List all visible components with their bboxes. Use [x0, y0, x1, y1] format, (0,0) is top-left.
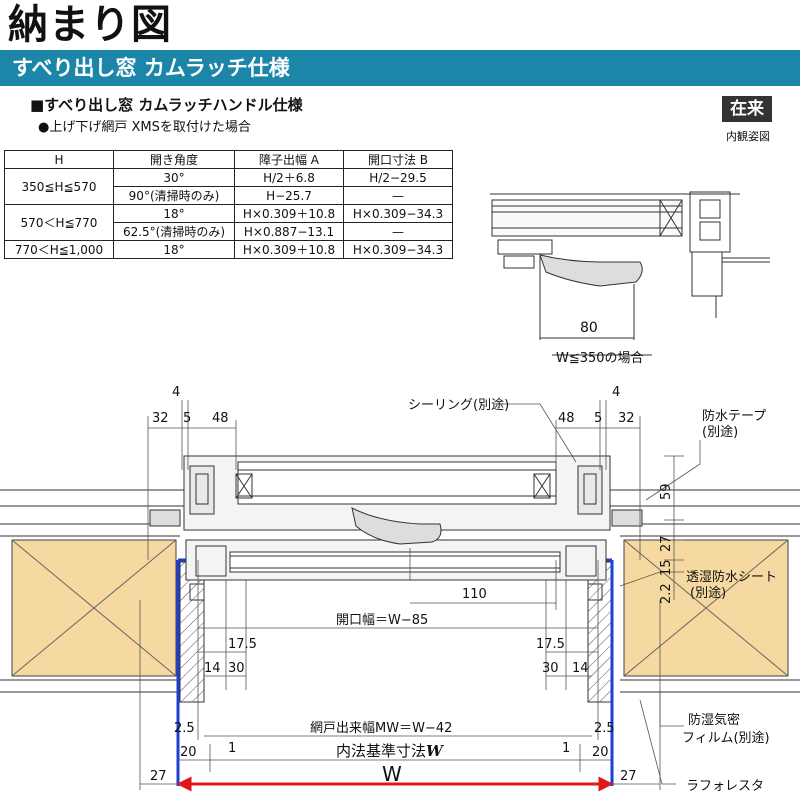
screen-width-label: 網戸出来幅MW＝W−42: [310, 721, 452, 736]
inner-std-label: 内法基準寸法W: [336, 742, 445, 760]
dim-110: 110: [462, 587, 487, 602]
dim-27-right: 27: [620, 769, 637, 784]
dim-30-right: 30: [542, 661, 559, 676]
dim-15-vert: 15: [659, 559, 674, 576]
small-view-caption: W≦350の場合: [556, 351, 644, 366]
dim-48-right: 48: [558, 411, 575, 426]
dim-80: 80: [580, 320, 598, 336]
opening-width-label: 開口幅＝W−85: [336, 613, 428, 628]
cell-h: 570＜H≦770: [4, 204, 114, 241]
dim-27-left: 27: [150, 769, 167, 784]
wood-stud-right: [623, 539, 789, 677]
cell-angle: 90°(清掃時のみ): [113, 186, 235, 205]
cell-a: H×0.309＋10.8: [234, 240, 344, 259]
dim-2-2-vert: 2.2: [659, 583, 674, 604]
dim-5-right: 5: [594, 411, 602, 426]
dim-17-5-left: 17.5: [228, 637, 257, 652]
table-row: 62.5°(清掃時のみ) H×0.887−13.1 —: [5, 222, 453, 241]
dim-1-right: 1: [562, 741, 570, 756]
cell-h: 770＜H≦1,000: [4, 240, 114, 259]
cell-h: 350≦H≦570: [4, 168, 114, 205]
jamb-left: [179, 561, 205, 703]
dim-14-left: 14: [204, 661, 221, 676]
table-row: 350≦H≦570 30° H/2＋6.8 H/2−29.5: [4, 168, 453, 205]
waterproof-tape-label: 防水テープ: [702, 408, 766, 424]
dim-48-left: 48: [212, 411, 229, 426]
dim-5-left: 5: [183, 411, 191, 426]
dim-27-vert: 27: [659, 535, 674, 552]
wood-stud-left: [11, 539, 177, 677]
dim-4-right: 4: [612, 385, 620, 400]
banner-title: すべり出し窓 カムラッチ仕様: [12, 56, 290, 80]
vapor-film-note: フィルム(別途): [682, 730, 770, 746]
dim-4-left: 4: [172, 385, 180, 400]
dim-20-right: 20: [592, 745, 609, 760]
permeable-sheet-label: 透湿防水シート: [686, 569, 777, 585]
dim-30-left: 30: [228, 661, 245, 676]
dim-20-left: 20: [180, 745, 197, 760]
sealing-label: シーリング(別途): [408, 397, 509, 413]
dim-2-5-left: 2.5: [174, 721, 195, 736]
permeable-sheet-note: (別途): [690, 585, 726, 601]
dim-17-5-right: 17.5: [536, 637, 565, 652]
small-elevation-view: [490, 191, 770, 356]
spec-heading: ■すべり出し窓 カムラッチハンドル仕様: [30, 96, 303, 114]
table-row: 770＜H≦1,000 18° H×0.309＋10.8 H×0.309−34.…: [4, 240, 453, 259]
vapor-film-label: 防湿気密: [688, 712, 740, 728]
col-header-a: 障子出幅 A: [234, 150, 344, 169]
dim-14-right: 14: [572, 661, 589, 676]
spec-subnote: ●上げ下げ網戸 XMSを取付けた場合: [38, 120, 251, 135]
type-badge: 在来: [722, 96, 772, 122]
cell-angle: 18°: [113, 240, 235, 259]
cell-b: H×0.309−34.3: [343, 240, 453, 259]
section-banner: すべり出し窓 カムラッチ仕様: [0, 50, 800, 86]
lath-label: ラフォレスタ: [686, 779, 764, 794]
dim-2-5-right: 2.5: [594, 721, 615, 736]
dim-32-left: 32: [152, 411, 169, 426]
window-frame: [149, 455, 643, 601]
dim-1-left: 1: [228, 741, 236, 756]
leader-lines: [500, 403, 701, 785]
jamb-right: [587, 561, 613, 703]
waterproof-tape-note: (別途): [702, 424, 738, 440]
dim-32-right: 32: [618, 411, 635, 426]
cell-b: H×0.309−34.3: [343, 204, 453, 223]
spec-table: H 開き角度 障子出幅 A 開口寸法 B 350≦H≦570 30° H/2＋6…: [4, 150, 453, 259]
view-label: 内観姿図: [726, 130, 770, 143]
w-label: W: [382, 762, 402, 786]
page-title: 納まり図: [8, 2, 172, 48]
dim-59: 59: [659, 483, 674, 500]
